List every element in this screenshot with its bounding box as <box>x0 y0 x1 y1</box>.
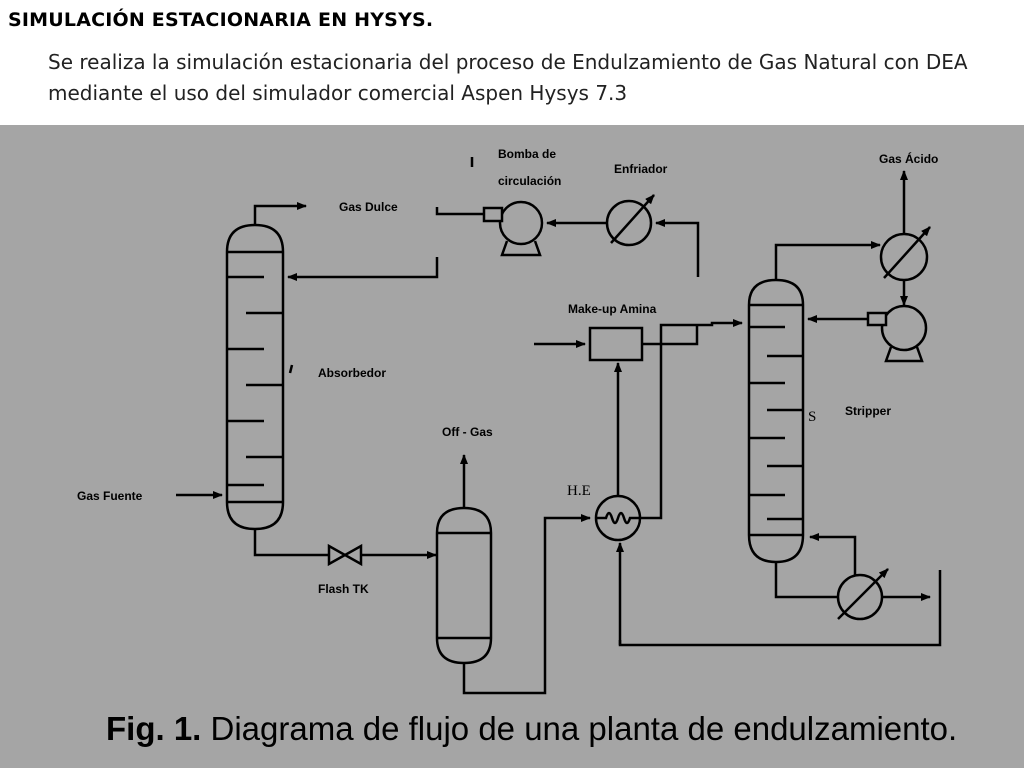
slide-title: SIMULACIÓN ESTACIONARIA EN HYSYS. <box>8 9 434 31</box>
stripper-overhead <box>774 241 881 280</box>
label-gas-dulce: Gas Dulce <box>339 200 398 214</box>
lean-amine-loop <box>618 570 942 647</box>
stripper-column <box>747 278 805 564</box>
condenser <box>879 226 931 282</box>
label-he: H.E <box>567 483 591 499</box>
label-gas-acido: Gas Ácido <box>879 151 938 166</box>
figure-caption: Fig. 1. Diagrama de flujo de una planta … <box>106 710 957 747</box>
label-enfriador: Enfriador <box>614 162 668 176</box>
stripper-feed-stream <box>640 319 743 520</box>
tick-mark <box>288 364 294 374</box>
makeup-mixer <box>588 326 644 362</box>
caption-prefix: Fig. 1. <box>106 710 201 747</box>
heat-exchanger <box>594 494 642 542</box>
cooler <box>605 194 655 247</box>
makeup-outlet <box>642 325 699 346</box>
rich-amine-stream <box>253 529 437 559</box>
caption-text: Diagrama de flujo de una planta de endul… <box>201 710 957 747</box>
flash-bottoms-stream <box>462 514 591 695</box>
reboiler <box>836 568 889 621</box>
label-makeup-amina: Make-up Amina <box>568 302 657 316</box>
reflux-pump <box>866 304 928 363</box>
diagram-canvas: Bomba de circulación Enfriador Gas Ácido… <box>77 147 957 747</box>
label-bomba-1: Bomba de <box>498 147 556 161</box>
gas-dulce-stream <box>253 202 307 225</box>
slide-description: Se realiza la simulación estacionaria de… <box>48 50 968 105</box>
to-cooler <box>655 219 700 277</box>
flash-tank <box>435 506 493 665</box>
absorber-column <box>225 223 285 531</box>
stripper-bottoms <box>774 562 838 599</box>
label-flash-tk: Flash TK <box>318 582 369 596</box>
reboiler-vapor-return <box>809 533 857 575</box>
label-absorbedor: Absorbedor <box>318 366 386 380</box>
label-off-gas: Off - Gas <box>442 425 493 439</box>
label-stripper: Stripper <box>845 404 891 418</box>
label-bomba-2: circulación <box>498 174 561 188</box>
lean-amine-return <box>287 257 439 281</box>
pump-discharge <box>435 207 484 216</box>
label-s: S <box>808 409 816 425</box>
flash-valve <box>327 543 363 567</box>
label-gas-fuente: Gas Fuente <box>77 489 143 503</box>
process-flow-diagram: Bomba de circulación Enfriador Gas Ácido… <box>0 125 1024 768</box>
circulation-pump <box>482 200 544 257</box>
